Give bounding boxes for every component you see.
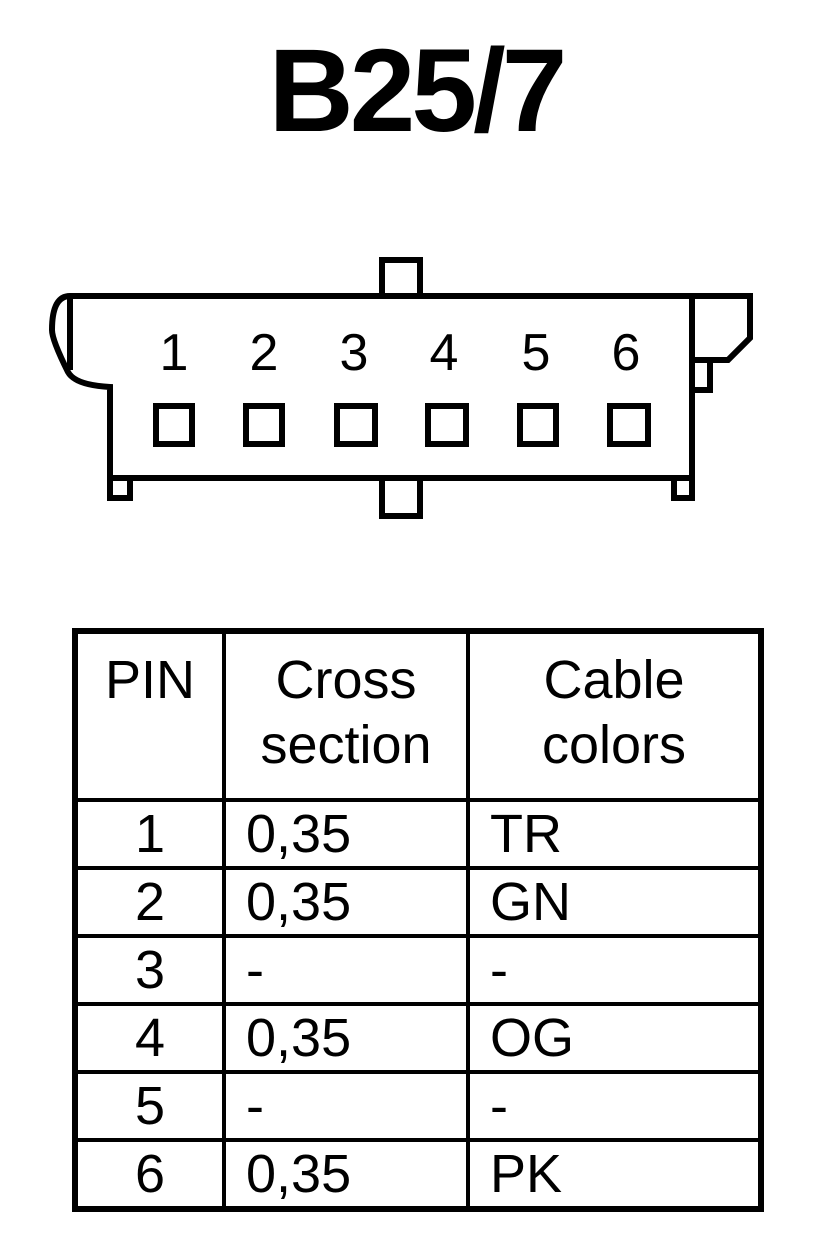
- pin-label-2: 2: [250, 324, 279, 382]
- cell-cable-color: TR: [466, 798, 763, 870]
- cell-cable-color: OG: [466, 1002, 763, 1074]
- left-foot: [107, 475, 133, 501]
- cell-cable-color: -: [466, 934, 763, 1006]
- cell-pin: 5: [73, 1070, 226, 1142]
- table-row: 1 0,35 TR: [73, 798, 763, 870]
- cell-cable-color: PK: [466, 1138, 763, 1211]
- table-header-row: PIN Cross section Cable colors: [73, 629, 763, 802]
- top-latch-tab: [379, 257, 423, 299]
- header-cross-line2: section: [260, 714, 432, 775]
- header-color-line2: colors: [541, 714, 687, 775]
- cell-cross-section: -: [222, 1070, 470, 1142]
- cell-cross-section: -: [222, 934, 470, 1006]
- table-row: 4 0,35 OG: [73, 1002, 763, 1074]
- pin-square-5: [517, 403, 559, 447]
- cell-cable-color: -: [466, 1070, 763, 1142]
- cell-pin: 4: [73, 1002, 226, 1074]
- right-notch: [689, 357, 713, 393]
- table-row: 5 - -: [73, 1070, 763, 1142]
- cell-cross-section: 0,35: [222, 866, 470, 938]
- header-cable-colors: Cable colors: [466, 629, 763, 802]
- bottom-latch-tab: [379, 475, 423, 519]
- header-cross-section: Cross section: [222, 629, 470, 802]
- cell-cross-section: 0,35: [222, 1138, 470, 1211]
- table-row: 6 0,35 PK: [73, 1138, 763, 1211]
- connector-title: B25/7: [268, 25, 568, 157]
- pin-assignment-table: PIN Cross section Cable colors 1 0,35 TR…: [72, 628, 764, 1212]
- pin-label-1: 1: [160, 324, 189, 382]
- cell-cross-section: 0,35: [222, 1002, 470, 1074]
- cell-cross-section: 0,35: [222, 798, 470, 870]
- cell-pin: 1: [73, 798, 226, 870]
- pin-label-4: 4: [430, 324, 459, 382]
- cell-pin: 3: [73, 934, 226, 1006]
- cell-cable-color: GN: [466, 866, 763, 938]
- pin-square-4: [425, 403, 469, 447]
- pin-label-3: 3: [340, 324, 369, 382]
- cell-pin: 6: [73, 1138, 226, 1211]
- pin-square-3: [334, 403, 378, 447]
- pin-label-5: 5: [522, 324, 551, 382]
- header-color-line1: Cable: [543, 650, 685, 710]
- pin-square-1: [153, 403, 195, 447]
- pin-square-6: [607, 403, 651, 447]
- right-foot: [671, 475, 695, 501]
- header-cross-line1: Cross: [275, 650, 417, 710]
- connector-diagram: 1 2 3 4 5 6: [48, 257, 753, 519]
- cell-pin: 2: [73, 866, 226, 938]
- header-pin-label: PIN: [104, 650, 196, 710]
- pin-square-2: [243, 403, 285, 447]
- pin-label-6: 6: [612, 324, 641, 382]
- connector-housing: [48, 293, 695, 481]
- housing-right-extension: [692, 293, 753, 363]
- table-row: 3 - -: [73, 934, 763, 1006]
- header-pin: PIN: [73, 629, 226, 802]
- table-row: 2 0,35 GN: [73, 866, 763, 938]
